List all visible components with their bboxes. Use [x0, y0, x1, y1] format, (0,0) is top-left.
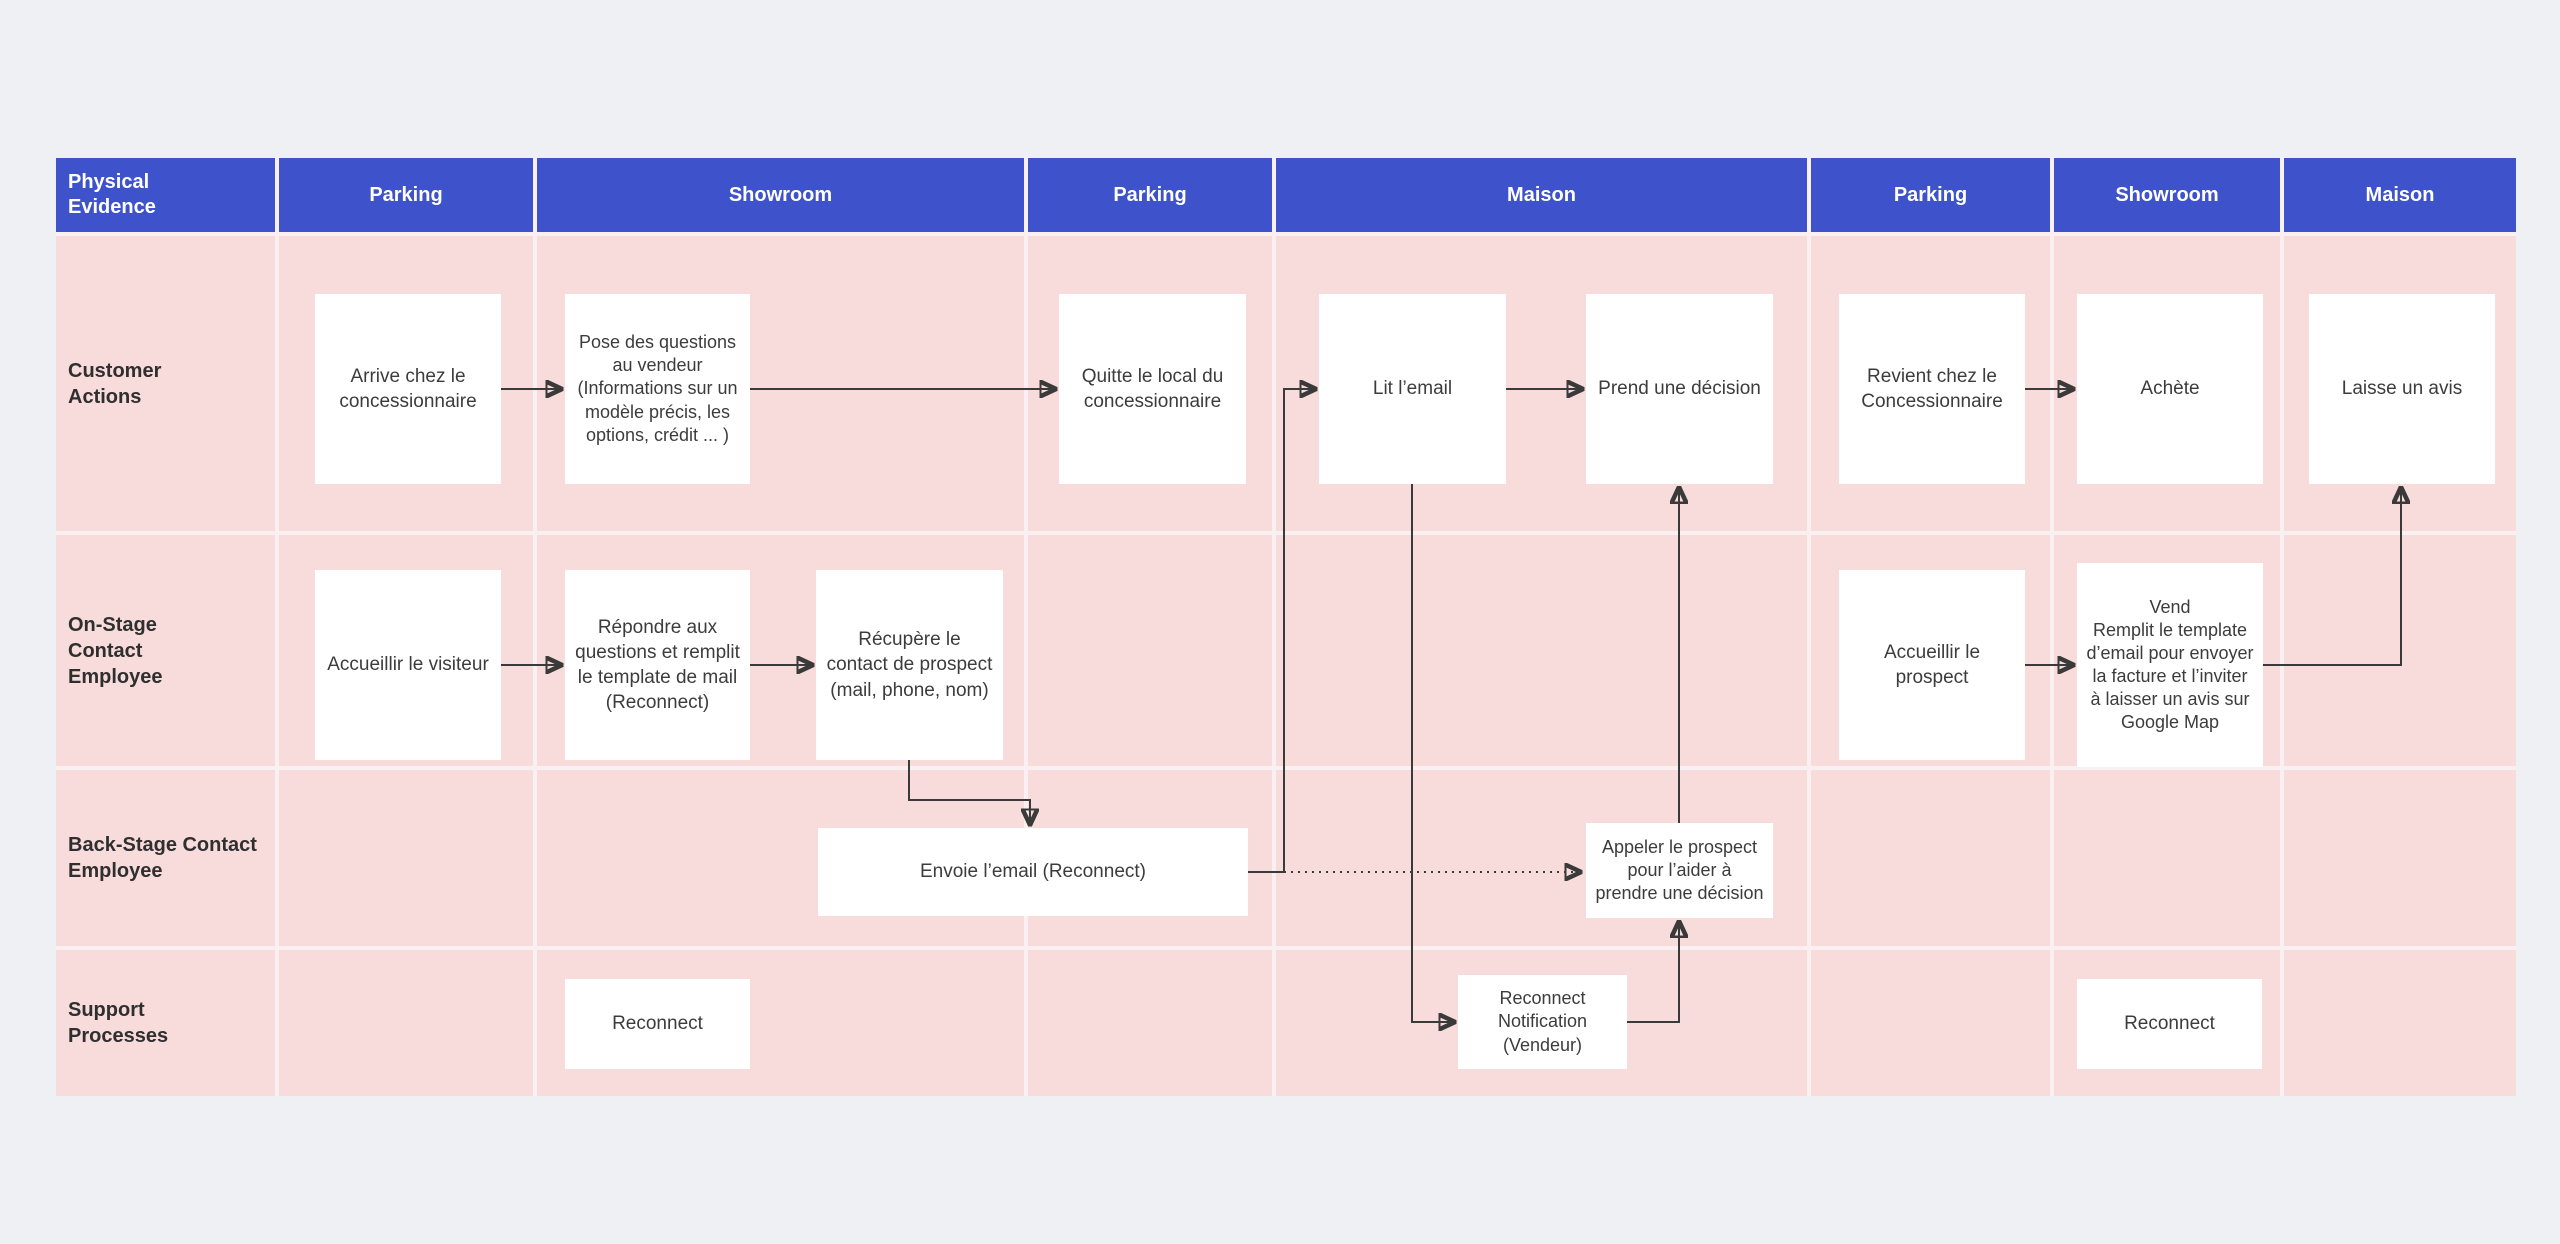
node-reconnect-showroom-2[interactable]: Reconnect: [2077, 979, 2262, 1069]
connector-lit-to-reconnect-notification: [1411, 484, 1454, 1022]
node-appeler-le-prospect[interactable]: Appeler le prospect pour l’aider à prend…: [1586, 823, 1773, 918]
connector-envoie-to-lit: [1248, 389, 1315, 873]
lane-label-back-stage-contact-employee[interactable]: Back-Stage Contact Employee: [56, 770, 275, 946]
lane-cell: [1276, 535, 1807, 766]
lane-cell: [279, 950, 533, 1096]
diagram-overlay: Arrive chez le concessionnaire Pose des …: [56, 158, 2516, 1096]
header-physical-evidence[interactable]: Physical Evidence: [56, 158, 275, 232]
node-accueillir-le-prospect[interactable]: Accueillir le prospect: [1839, 570, 2025, 760]
node-quitte-le-local[interactable]: Quitte le local du concessionnaire: [1059, 294, 1246, 484]
lane-cell: [2054, 770, 2280, 946]
node-reconnect-showroom-1[interactable]: Reconnect: [565, 979, 750, 1069]
lane-cell: [1028, 950, 1272, 1096]
node-lit-email[interactable]: Lit l’email: [1319, 294, 1506, 484]
node-vend-remplit-template[interactable]: Vend Remplit le template d’email pour en…: [2077, 563, 2263, 767]
lane-cell: [2284, 770, 2516, 946]
header-phase-maison-2[interactable]: Maison: [2284, 158, 2516, 232]
header-phase-showroom-2[interactable]: Showroom: [2054, 158, 2280, 232]
lane-cell: [279, 770, 533, 946]
header-phase-parking-3[interactable]: Parking: [1811, 158, 2050, 232]
header-phase-showroom-1[interactable]: Showroom: [537, 158, 1024, 232]
node-prend-une-decision[interactable]: Prend une décision: [1586, 294, 1773, 484]
connector-recupere-to-envoie: [908, 760, 1030, 824]
node-accueillir-le-visiteur[interactable]: Accueillir le visiteur: [315, 570, 501, 760]
node-achete[interactable]: Achète: [2077, 294, 2263, 484]
connector-reconnect-notification-to-appeler: [1627, 922, 1679, 1023]
lane-label-support-processes[interactable]: Support Processes: [56, 950, 275, 1096]
lane-cell: [1028, 535, 1272, 766]
lane-label-on-stage-contact-employee[interactable]: On-Stage Contact Employee: [56, 535, 275, 766]
lane-cell: [1811, 770, 2050, 946]
node-recupere-le-contact[interactable]: Récupère le contact de prospect (mail, p…: [816, 570, 1003, 760]
node-envoie-email-reconnect[interactable]: Envoie l’email (Reconnect): [818, 828, 1248, 916]
node-arrive-chez-concessionnaire[interactable]: Arrive chez le concessionnaire: [315, 294, 501, 484]
node-revient-chez-concessionnaire[interactable]: Revient chez le Concessionnaire: [1839, 294, 2025, 484]
lane-label-customer-actions[interactable]: Customer Actions: [56, 236, 275, 531]
header-phase-parking-2[interactable]: Parking: [1028, 158, 1272, 232]
lane-cell: [2284, 950, 2516, 1096]
node-repondre-aux-questions[interactable]: Répondre aux questions et remplit le tem…: [565, 570, 750, 760]
node-reconnect-notification-vendeur[interactable]: Reconnect Notification (Vendeur): [1458, 975, 1627, 1069]
header-phase-parking-1[interactable]: Parking: [279, 158, 533, 232]
lane-cell: [1811, 950, 2050, 1096]
header-phase-maison-1[interactable]: Maison: [1276, 158, 1807, 232]
node-laisse-un-avis[interactable]: Laisse un avis: [2309, 294, 2495, 484]
node-pose-des-questions[interactable]: Pose des questions au vendeur (Informati…: [565, 294, 750, 484]
connector-vend-to-laisse: [2263, 488, 2401, 666]
